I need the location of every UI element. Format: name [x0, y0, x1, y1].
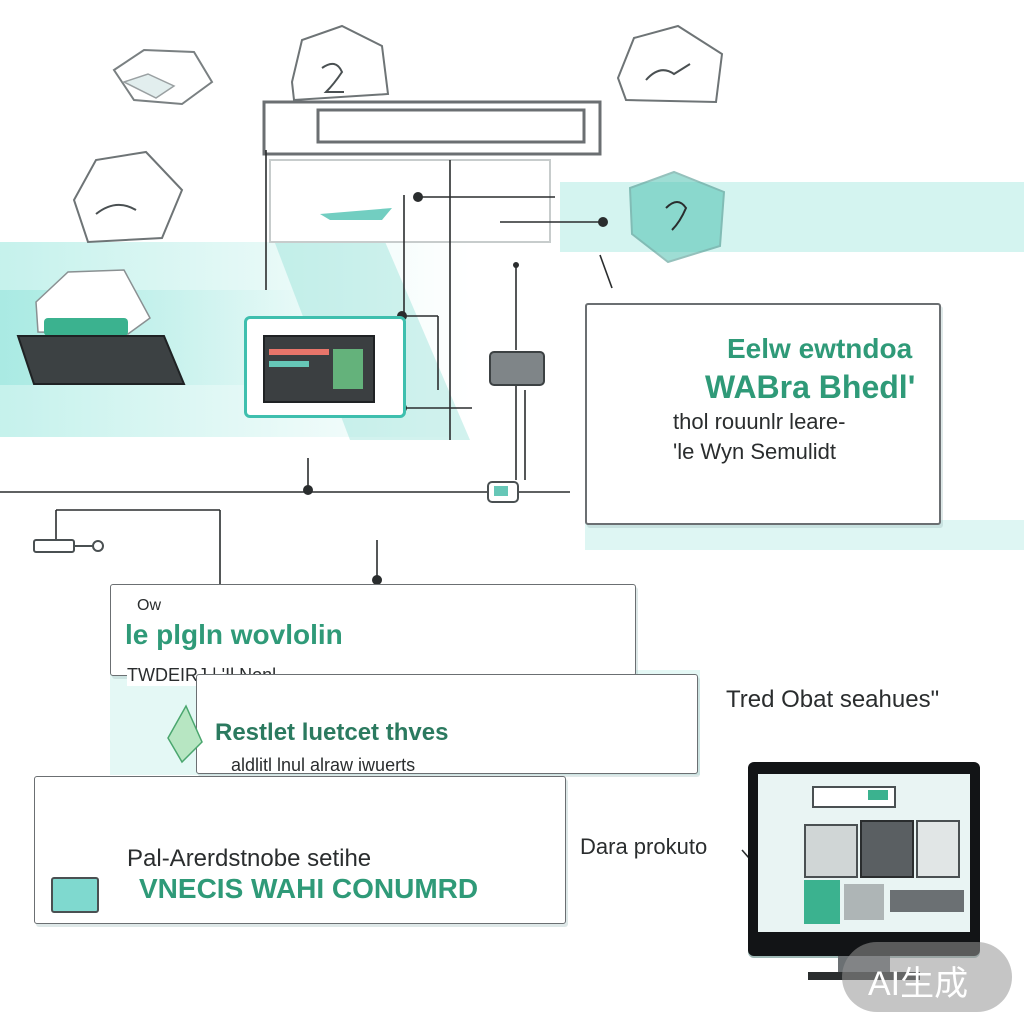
- card-left-mid: Ow le plgln wovlolin TWDEIRJ | 'Il Nonl: [110, 584, 636, 686]
- screen-panel-right: [916, 820, 960, 878]
- label-right: Tred Obat seahues": [726, 686, 940, 713]
- node-icon-4: [72, 150, 184, 244]
- watermark-text: AI生成: [868, 965, 969, 1003]
- plug-icon: [487, 481, 519, 503]
- screen-bar-dark: [890, 890, 964, 912]
- card-center: Restlet luetcet thves aldlitl lnul alraw…: [196, 674, 698, 775]
- panel-top-right: Eelw ewtndoa WABra Bhedl' thol rouunlr l…: [585, 303, 941, 525]
- card-small-label: Ow: [137, 597, 161, 614]
- panel-sub-line2: 'le Wyn Semulidt: [673, 439, 836, 464]
- screen-panel-center: [860, 820, 914, 878]
- card-center-sub: aldlitl lnul alraw iwuerts: [231, 755, 416, 775]
- card-bottom-badge: [51, 877, 99, 913]
- tablet-screen-bar-3: [333, 349, 363, 389]
- monitor-screen: [758, 774, 970, 932]
- node-icon-1: [112, 48, 214, 106]
- label-bottom: Dara prokuto: [580, 834, 708, 859]
- screen-bar-green: [804, 880, 840, 924]
- tablet-screen-bar: [269, 349, 329, 355]
- screen-panel-left: [804, 824, 858, 878]
- card-center-title: Restlet luetcet thves: [215, 719, 449, 746]
- top-frame-inner: [316, 108, 586, 144]
- top-frame-outer: [262, 100, 602, 156]
- card-bottom: Pal-Arerdstnobe setihe VNECIS WAHI CONUM…: [34, 776, 566, 924]
- panel-sub-line1: thol rouunlr leare-: [673, 409, 846, 434]
- node-icon-2: [290, 24, 390, 102]
- ai-watermark: AI生成: [842, 942, 1012, 1012]
- tablet-screen-bar-2: [269, 361, 309, 367]
- card-left-title: le plgln wovlolin: [125, 619, 343, 650]
- panel-title-line1: Eelw ewtndoa: [727, 333, 913, 364]
- node-icon-teal: [628, 170, 726, 264]
- card-bottom-subtitle: VNECIS WAHI CONUMRD: [139, 873, 479, 904]
- cable-icon: [33, 539, 104, 553]
- screen-header-accent: [868, 790, 888, 800]
- card-bottom-title: Pal-Arerdstnobe setihe: [127, 845, 372, 872]
- top-frame-body: [269, 159, 551, 243]
- tablet-icon: [244, 316, 406, 418]
- monitor-icon: [748, 762, 980, 980]
- junction-box: [489, 351, 545, 386]
- leaf-icon: [167, 704, 203, 764]
- node-icon-3: [616, 24, 724, 104]
- teal-band-mid-right: [585, 520, 1024, 550]
- laptop-icon: [16, 269, 186, 385]
- screen-bar-grey: [844, 884, 884, 920]
- top-frame-accent: [320, 208, 392, 220]
- panel-title-line2: WABra Bhedl': [705, 369, 916, 405]
